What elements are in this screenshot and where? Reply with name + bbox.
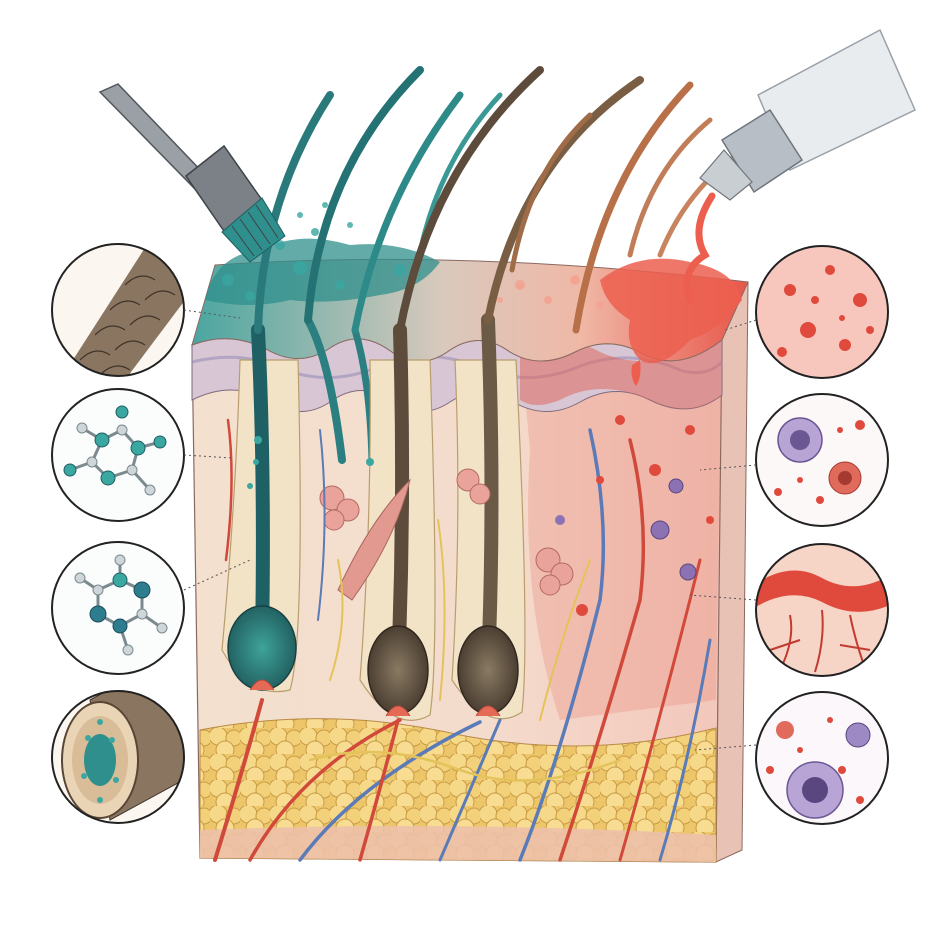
- dermis-immune-cells: [247, 415, 714, 616]
- immune-cells-detail-icon: [694, 691, 889, 825]
- follicles: [221, 313, 574, 721]
- dye-brush-icon: [98, 83, 286, 263]
- molecule-ring-icon: [51, 541, 251, 675]
- arrector-muscle: [337, 478, 411, 601]
- red-spots-icon: [724, 245, 889, 379]
- hair-bulb-brown-2: [457, 625, 519, 715]
- hair-bulb-brown: [367, 625, 429, 715]
- immune-cells-icon: [699, 393, 889, 527]
- left-insets: [51, 243, 251, 824]
- skin-block: [191, 202, 749, 863]
- sebaceous-gland: [319, 468, 574, 596]
- hair-shaft-teal-2: [304, 316, 346, 464]
- hair-shaft-teal: [251, 323, 270, 647]
- block-base: [200, 826, 716, 862]
- inflamed-skin-section-icon: [689, 543, 889, 677]
- inflamed-dermis: [520, 330, 722, 720]
- follicle-brown-2: [451, 313, 526, 720]
- hair-bulb-teal: [227, 605, 297, 691]
- hair-strands: [254, 66, 763, 334]
- hair-shaft-brown-2: [481, 313, 499, 675]
- irritant-tube-icon: [683, 28, 916, 304]
- right-insets: [689, 245, 889, 825]
- hair-cross-section-icon: [51, 690, 185, 824]
- vessels: [213, 418, 712, 862]
- follicle-teal: [221, 323, 301, 693]
- hair-cuticle-scales-icon: [51, 243, 241, 377]
- molecule-cluster-icon: [51, 388, 233, 522]
- follicle-brown: [359, 323, 436, 721]
- irritant-gel: [600, 258, 742, 364]
